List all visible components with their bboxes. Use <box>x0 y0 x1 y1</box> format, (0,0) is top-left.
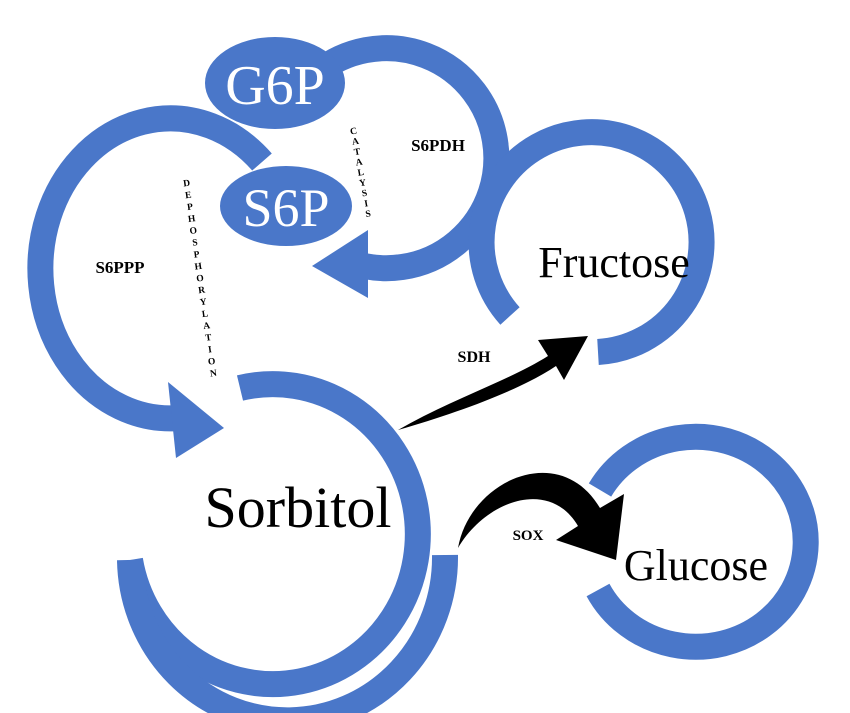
s6ppp-label: S6PPP <box>95 258 144 277</box>
dephosphorylation-label: DEPHOSPHORYLATION <box>182 178 218 379</box>
sorbitol-label: Sorbitol <box>205 475 392 540</box>
s6p-label: S6P <box>242 178 329 238</box>
sox-arrow-icon <box>458 472 624 560</box>
s6ppp-arrowhead <box>168 382 224 458</box>
s6p-oval <box>220 166 352 246</box>
sdh-label: SDH <box>458 349 491 366</box>
s6pdh-arrowhead <box>312 230 368 298</box>
glucose-ring <box>586 423 819 660</box>
g6p-oval <box>205 37 345 129</box>
fructose-label: Fructose <box>538 238 690 287</box>
sorbitol-ring-lower <box>117 554 459 713</box>
fructose-ring <box>468 119 715 365</box>
s6pdh-label: S6PDH <box>411 136 465 155</box>
s6ppp-ring <box>27 105 272 432</box>
g6p-ring <box>309 35 510 282</box>
g6p-label: G6P <box>225 55 325 117</box>
catalysis-label: CATALYSIS <box>349 126 372 220</box>
glucose-label: Glucose <box>624 541 768 590</box>
sorbitol-ring <box>117 371 431 698</box>
sox-label: SOX <box>513 528 544 544</box>
sdh-arrow-icon <box>398 336 588 430</box>
